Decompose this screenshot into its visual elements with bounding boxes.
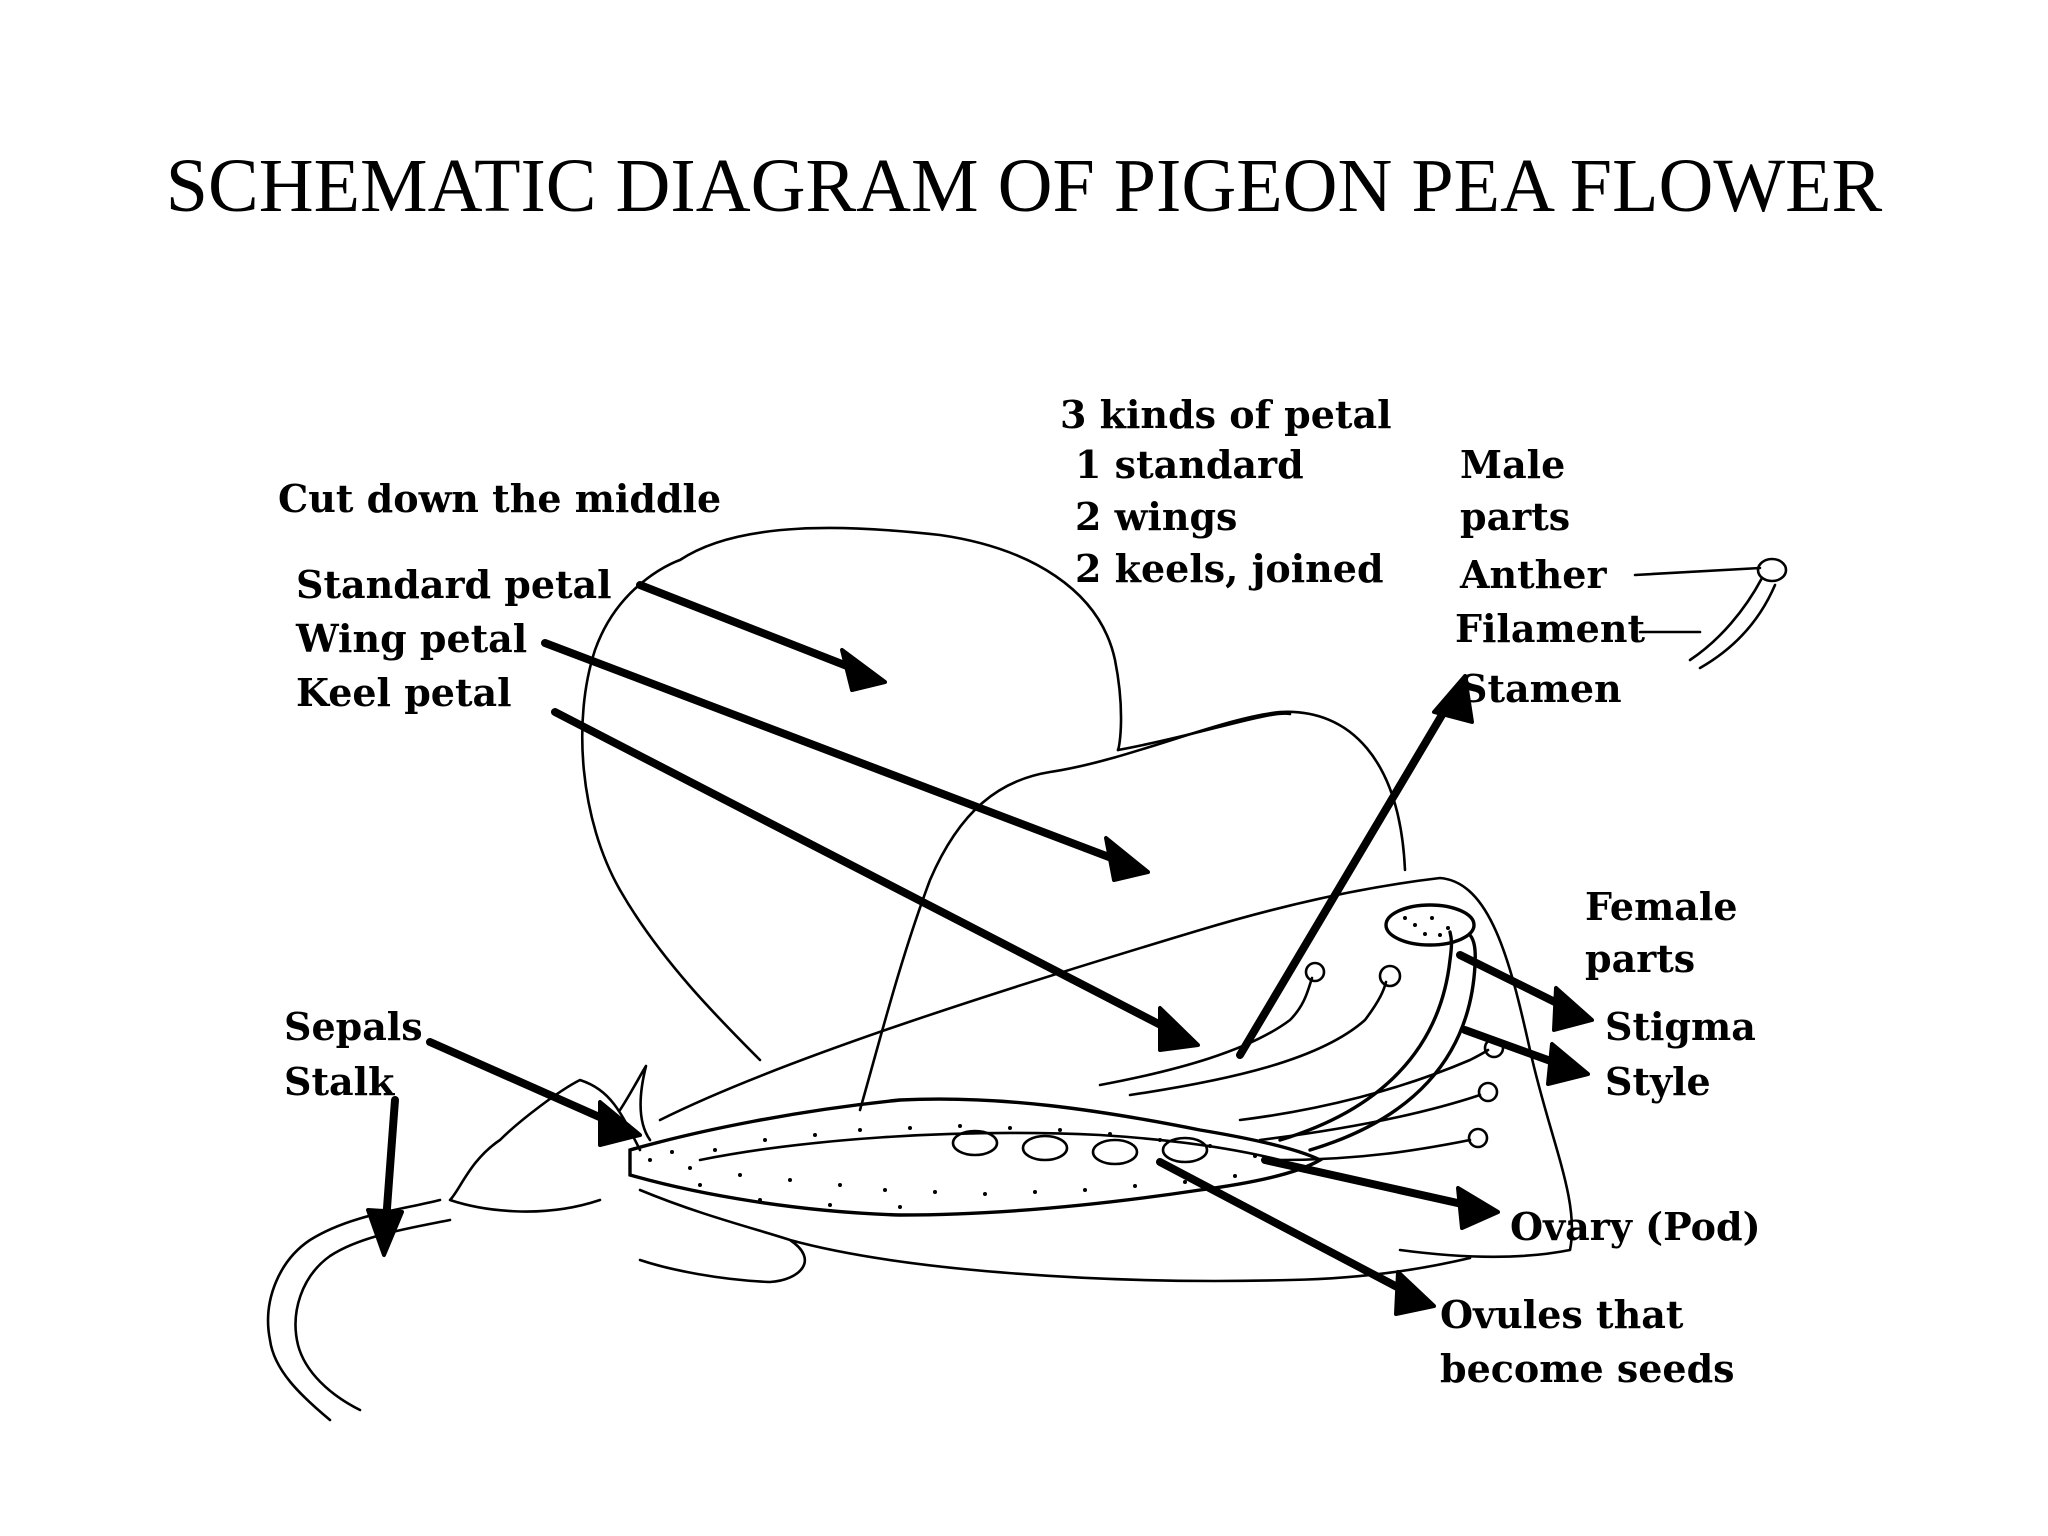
ovules xyxy=(951,1129,1209,1166)
label-petal-kind-2: 2 wings xyxy=(1075,494,1237,539)
ovary-speckles xyxy=(648,1124,1257,1209)
wing-petal-shape xyxy=(858,710,1407,1112)
wing-petal-lower xyxy=(1116,712,1292,752)
label-anther: Anther xyxy=(1459,552,1607,597)
label-standard-petal: Standard petal xyxy=(296,562,612,607)
label-style: Style xyxy=(1605,1059,1711,1104)
stamen-illustration xyxy=(1688,557,1788,670)
label-female-parts: parts xyxy=(1585,936,1695,981)
label-stamen: Stamen xyxy=(1460,666,1622,711)
label-stalk: Stalk xyxy=(284,1059,395,1104)
label-cut-down-middle: Cut down the middle xyxy=(278,476,721,521)
ovary-inner xyxy=(698,1131,1282,1162)
label-male-parts: parts xyxy=(1460,494,1570,539)
standard-petal-shape xyxy=(580,526,1123,1062)
label-petal-kind-1: 1 standard xyxy=(1075,442,1304,487)
page-title: SCHEMATIC DIAGRAM OF PIGEON PEA FLOWER xyxy=(165,144,1883,228)
ovary-pod-shape xyxy=(628,1097,1324,1217)
label-wing-petal: Wing petal xyxy=(295,616,527,661)
label-ovary: Ovary (Pod) xyxy=(1510,1204,1761,1249)
label-sepals: Sepals xyxy=(284,1004,423,1049)
labels: Cut down the middle Standard petal Wing … xyxy=(278,392,1761,1391)
label-ovules-line2: become seeds xyxy=(1440,1346,1735,1391)
label-stigma: Stigma xyxy=(1605,1004,1756,1049)
arrows xyxy=(366,566,1762,1316)
label-keel-petal: Keel petal xyxy=(296,670,512,715)
label-filament: Filament xyxy=(1455,606,1645,651)
pistil xyxy=(1278,903,1477,1152)
label-female: Female xyxy=(1585,884,1738,929)
keel-petal-shape xyxy=(658,876,1574,1259)
label-male: Male xyxy=(1460,442,1565,487)
keel-bottom xyxy=(638,1188,1472,1284)
label-ovules-line1: Ovules that xyxy=(1440,1292,1684,1337)
label-petal-kinds-heading: 3 kinds of petal xyxy=(1060,392,1392,437)
label-petal-kind-3: 2 keels, joined xyxy=(1075,546,1384,591)
flower-drawing xyxy=(266,526,1788,1422)
sepal-shape xyxy=(448,1064,652,1213)
stalk-shape xyxy=(266,1198,452,1422)
